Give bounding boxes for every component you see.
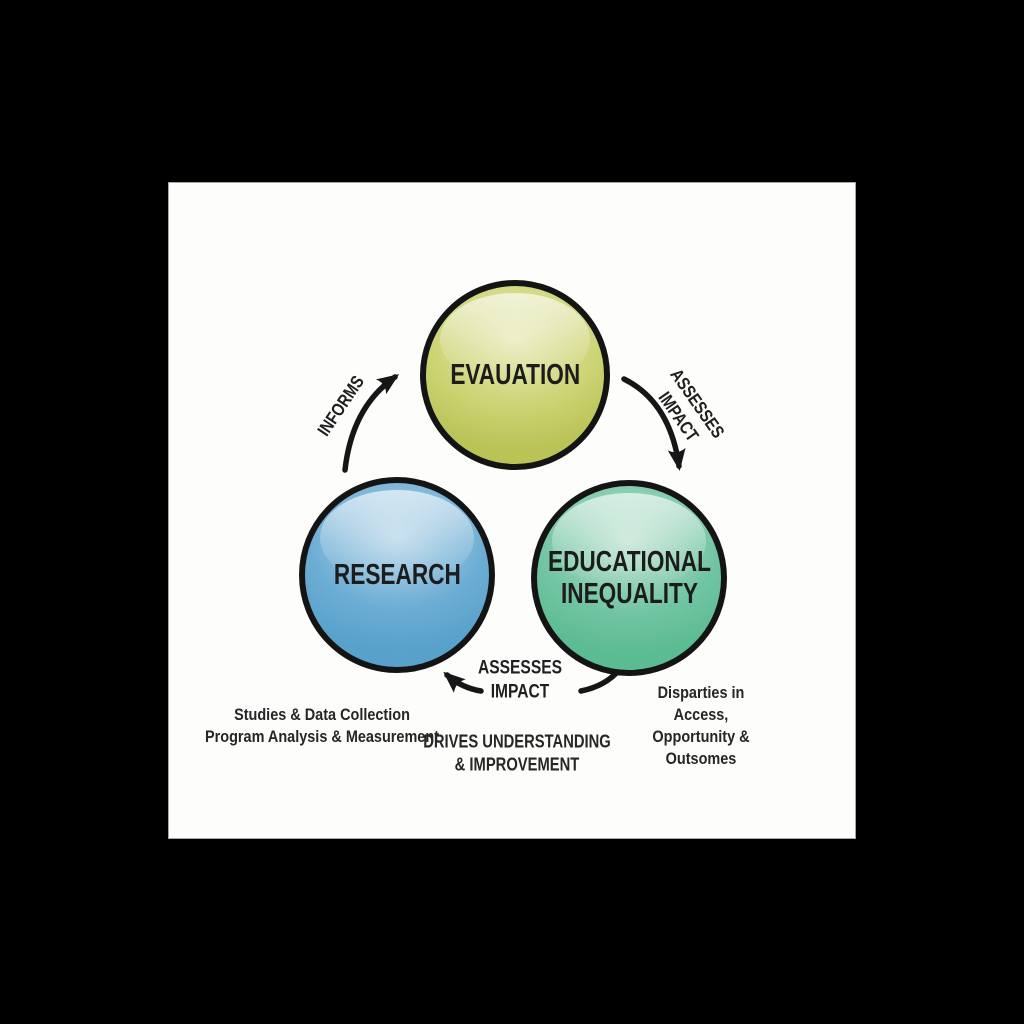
node-evaluation: EVAUATION	[420, 280, 610, 470]
annotation-cycle: DRIVES UNDERSTANDING & IMPROVEMENT	[423, 731, 611, 775]
diagram-panel: EVAUATION RESEARCH EDUCATIONAL INEQUALIT…	[169, 183, 855, 838]
annotation-research: Studies & Data Collection Program Analys…	[205, 704, 439, 746]
node-evaluation-label: EVAUATION	[450, 358, 580, 391]
node-research-label: RESEARCH	[333, 558, 461, 591]
node-research: RESEARCH	[299, 477, 495, 673]
node-educational-inequality-label: EDUCATIONAL INEQUALITY	[547, 545, 711, 610]
arrow-assesses-impact-bottom-left-segment	[443, 671, 484, 694]
edge-label-assesses-impact-bottom: ASSESSES IMPACT	[478, 657, 562, 702]
node-educational-inequality: EDUCATIONAL INEQUALITY	[531, 480, 727, 676]
arrow-informs	[342, 374, 400, 473]
annotation-educational-inequality: Disparties in Access, Opportunity & Outs…	[652, 682, 750, 769]
arrow-assesses-impact-right	[621, 376, 686, 471]
